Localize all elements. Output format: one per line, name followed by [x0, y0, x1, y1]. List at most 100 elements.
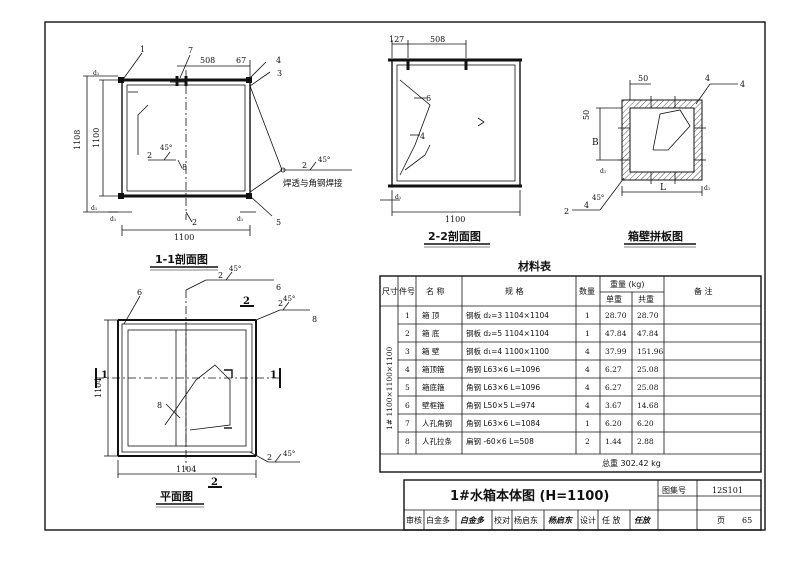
drawing-title: 1#水箱本体图 (H=1100)	[450, 488, 609, 504]
dim-d1-22: d₁	[395, 194, 401, 201]
row-unit-weight: 3.67	[605, 401, 622, 410]
dim-d1-right: d₁	[237, 216, 243, 223]
cut-mark-1-right: 1	[270, 370, 277, 381]
checker: 杨启东	[514, 515, 538, 525]
dim-67-11: 67	[236, 56, 246, 65]
design-label: 设计	[580, 515, 596, 525]
callout-5: 5	[276, 218, 281, 227]
row-qty: 2	[585, 437, 590, 446]
dim-d1-panel-h: d₁	[704, 185, 710, 192]
page-no: 65	[742, 516, 752, 525]
row-unit-weight: 37.99	[605, 347, 627, 356]
row-qty: 4	[585, 365, 590, 374]
row-qty: 4	[585, 347, 590, 356]
dim-d1-panel-v: d₁	[600, 168, 606, 175]
weld-note: 焊透与角钢焊接	[283, 178, 343, 189]
designer-signature: 任放	[634, 515, 652, 525]
dim-50-panel-h: 50	[638, 74, 648, 83]
weld-2-plan-a: 2	[218, 271, 223, 280]
row-part-no: 5	[405, 383, 410, 392]
row-name: 箱 底	[422, 328, 440, 338]
callout-2-bottom: 2	[192, 218, 197, 227]
callout-4-22: 4	[420, 132, 425, 141]
row-total-weight: 2.88	[637, 437, 654, 446]
row-unit-weight: 6.27	[605, 365, 622, 374]
row-part-no: 3	[405, 347, 410, 356]
dim-1100-vert: 1100	[92, 128, 101, 148]
tank-outline-22	[391, 59, 521, 187]
row-name: 箱底箍	[422, 382, 445, 392]
weld-2-plan-b: 2	[278, 299, 283, 308]
header-unit: 单重	[606, 294, 622, 304]
angle-45-outer: 45°	[318, 156, 330, 164]
review-label: 审核	[406, 515, 422, 525]
row-total-weight: 25.08	[637, 383, 659, 392]
row-unit-weight: 47.84	[605, 329, 627, 338]
header-weight: 重量 (kg)	[610, 279, 645, 289]
callout-4-panel-c: 4	[584, 201, 589, 210]
title-block: 1#水箱本体图 (H=1100) 图集号 12S101 页 65 审核 白金多 …	[403, 479, 762, 531]
callout-2-panel: 2	[564, 207, 569, 216]
dim-508-22: 508	[430, 35, 445, 44]
row-part-no: 6	[405, 401, 410, 410]
row-part-no: 4	[405, 365, 410, 374]
check-label: 校对	[494, 515, 510, 525]
reviewer-signature: 白金多	[460, 515, 485, 525]
dim-1100-22: 1100	[445, 215, 465, 224]
row-name: 箱 顶	[422, 310, 440, 320]
callout-8-plan: 8	[157, 401, 162, 410]
section-2-2-view: 127 508 d₁ 1100 6 4 2-2剖面图	[380, 35, 522, 248]
row-name: 壁框箍	[422, 400, 445, 410]
header-spec: 规 格	[505, 286, 524, 296]
section-1-1-view: 508 67 1108 1100 d₁ d₁ 1100 d₁ d₁ 1 7 4 …	[73, 45, 352, 271]
header-size: 尺寸	[382, 286, 398, 296]
row-unit-weight: 1.44	[605, 437, 622, 446]
angle-45-panel: 45°	[592, 194, 604, 202]
row-spec: 钢板 d₂=3 1104×1104	[466, 310, 549, 320]
reviewer: 白金多	[426, 515, 450, 525]
total-weight: 总重 302.42 kg	[602, 458, 661, 468]
angle-45-plan-a: 45°	[229, 265, 241, 273]
row-name: 箱 壁	[422, 346, 440, 356]
callout-8: 8	[182, 163, 187, 172]
callout-6-plan: 6	[137, 288, 142, 297]
row-spec: 角钢 L63×6 L=1096	[466, 382, 540, 392]
row-total-weight: 6.20	[637, 419, 654, 428]
row-total-weight: 47.84	[637, 329, 659, 338]
header-total: 共重	[638, 294, 654, 304]
row-spec: 角钢 L63×6 L=1096	[466, 364, 540, 374]
row-qty: 1	[585, 419, 590, 428]
row-unit-weight: 6.27	[605, 383, 622, 392]
callout-3: 3	[277, 69, 282, 78]
callout-4-panel-b: 4	[740, 80, 745, 89]
checker-signature: 杨启东	[548, 515, 573, 525]
row-spec: 钢板 d₂=5 1104×1104	[466, 328, 549, 338]
dim-508-11: 508	[200, 56, 215, 65]
header-note: 备 注	[694, 286, 713, 296]
row-part-no: 7	[405, 419, 410, 428]
row-spec: 角钢 L50×5 L=974	[466, 400, 536, 410]
dim-1100-11: 1100	[174, 233, 194, 242]
row-qty: 4	[585, 401, 590, 410]
cut-mark-2-top: 2	[243, 296, 250, 307]
row-name: 箱顶箍	[422, 364, 445, 374]
row-unit-weight: 28.70	[605, 311, 627, 320]
row-total-weight: 28.70	[637, 311, 659, 320]
dim-d1-bottom: d₁	[91, 205, 97, 212]
row-spec: 钢板 d₁=4 1100×1100	[466, 346, 549, 356]
plan-title: 平面图	[160, 490, 193, 503]
dim-d1-top: d₁	[93, 70, 99, 77]
dim-B: B	[592, 138, 599, 148]
dim-1104-vert: 1104	[94, 378, 103, 398]
angle-45-plan-c: 45°	[283, 450, 295, 458]
